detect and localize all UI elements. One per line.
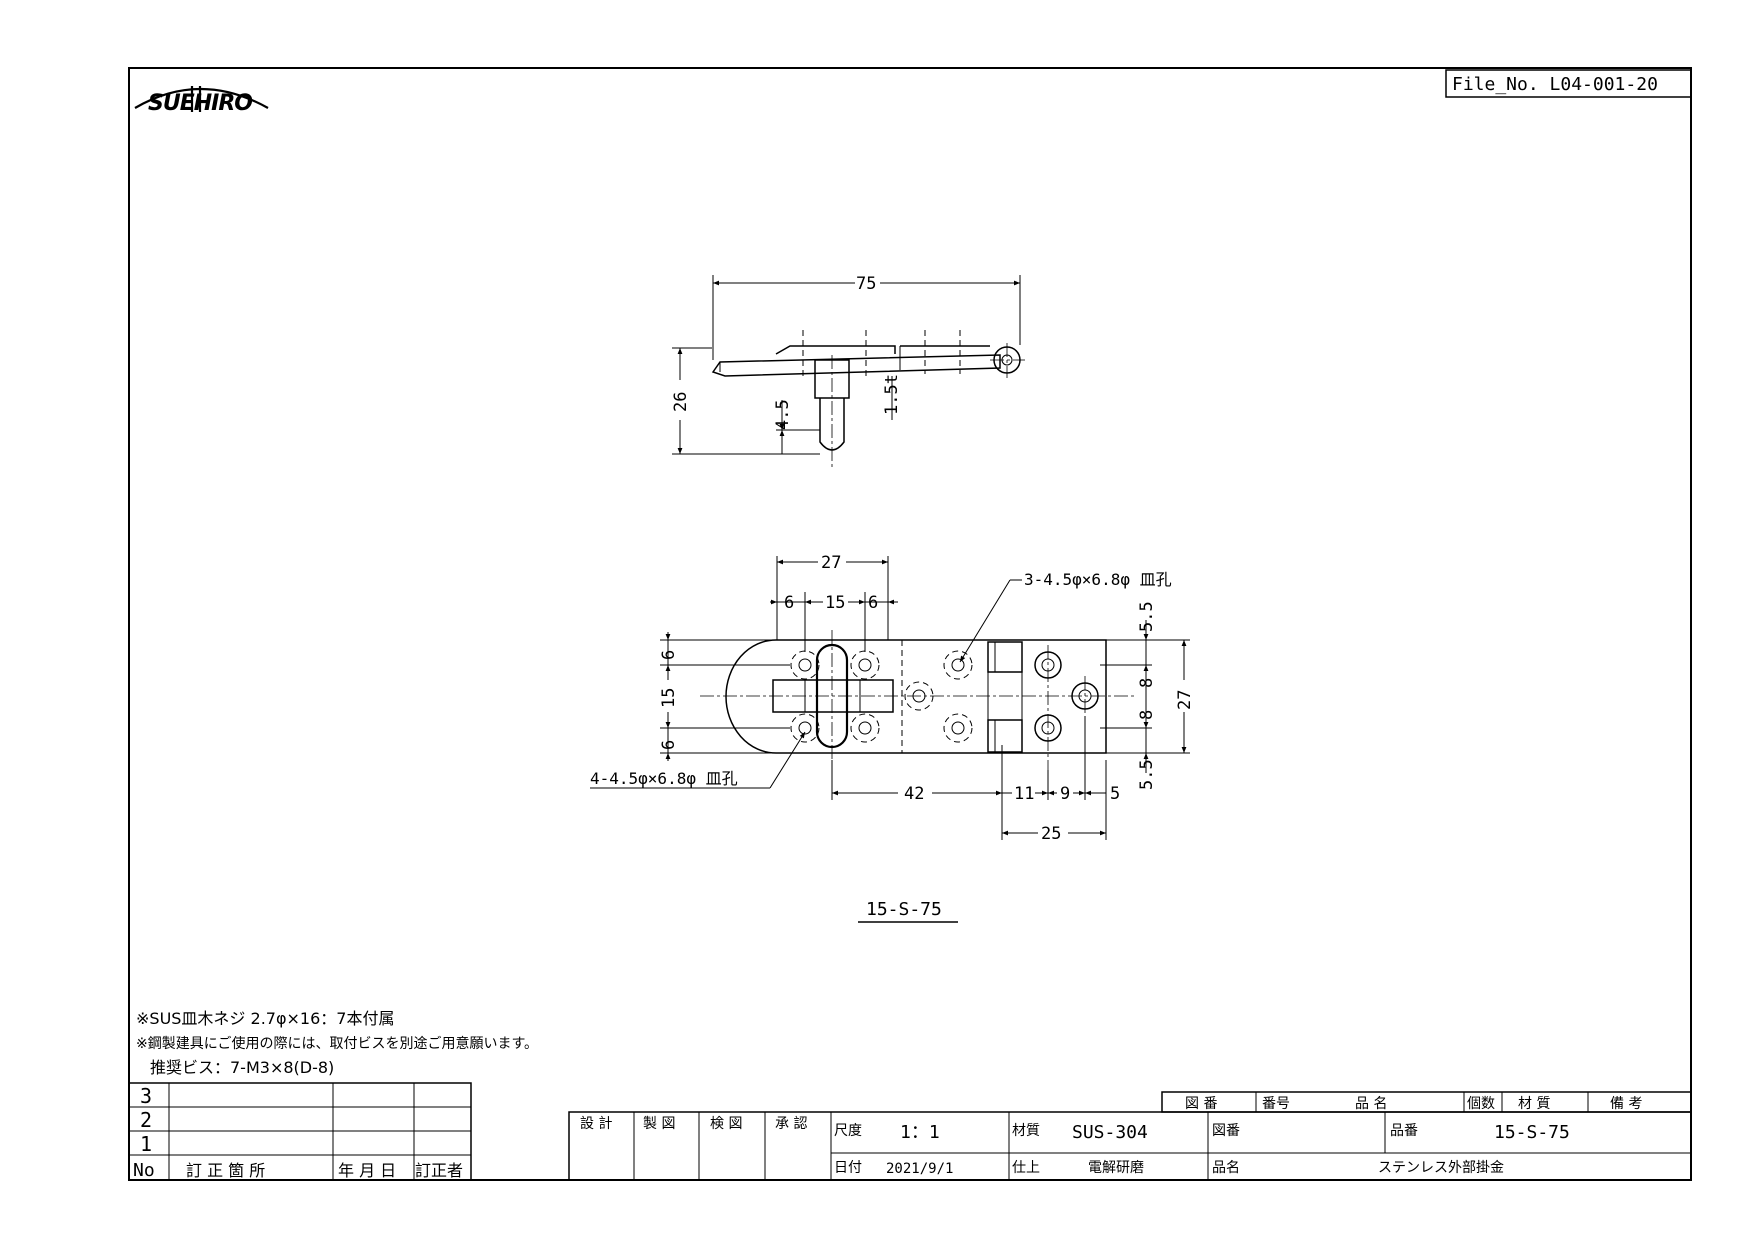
rev-header-person: 訂正者 [415,1161,463,1180]
notes: ※SUS皿木ネジ 2.7φ×16：7本付属 ※鋼製建具にご使用の際には、取付ビス… [136,1009,538,1077]
rev-header-date: 年 月 日 [338,1161,396,1180]
role-approve: 承 認 [775,1116,807,1132]
finish-label: 仕上 [1012,1160,1040,1176]
model-label: 15-S-75 [866,899,942,920]
product-no-value: 15-S-75 [1494,1122,1570,1143]
dim-plan-15: 15 [825,593,845,613]
material-value: SUS-304 [1072,1122,1148,1143]
dim-plan-r5-5-top: 5.5 [1137,601,1157,632]
side-view: 75 26 4.5 1.5t [671,274,1025,470]
right-holes [1034,645,1099,770]
scale-label: 尺度 [834,1123,862,1139]
rev-row-2: 2 [140,1108,152,1132]
dim-plan-r5-5-bot: 5.5 [1137,759,1157,790]
product-no-label: 品番 [1390,1123,1418,1139]
parts-h-qty: 個数 [1467,1096,1495,1112]
dim-plan-27-top: 27 [821,553,841,573]
role-check: 検 図 [710,1116,742,1132]
note-line-3: 推奨ビス：7-M3×8(D-8) [150,1058,334,1077]
dim-plan-v15: 15 [659,688,679,708]
parts-h-number: 番号 [1262,1096,1290,1112]
dim-side-75: 75 [856,274,876,294]
product-name-label: 品名 [1212,1160,1240,1176]
parts-h-material: 材 質 [1518,1096,1550,1112]
dim-side-4-5: 4.5 [773,399,793,430]
dim-side-26: 26 [671,392,691,412]
drawing-no-label: 図番 [1212,1123,1240,1139]
title-block: 図 番 番号 品 名 個数 材 質 備 考 設 計 製 図 検 図 承 認 尺度… [568,1091,1692,1181]
dim-plan-25: 25 [1041,824,1061,844]
rev-header-no: No [133,1160,155,1181]
material-label: 材質 [1012,1123,1040,1139]
note-holes-right: 3-4.5φ×6.8φ 皿孔 [1024,570,1172,589]
left-holes [790,650,973,743]
rev-row-3: 3 [140,1084,152,1108]
rev-header-item: 訂 正 箇 所 [186,1161,265,1180]
note-line-2: ※鋼製建具にご使用の際には、取付ビスを別途ご用意願います。 [136,1035,538,1052]
dim-plan-42: 42 [904,784,924,804]
dim-plan-v6-top: 6 [659,650,679,660]
dim-plan-r8b: 8 [1137,710,1157,720]
dim-plan-6-left: 6 [784,593,794,613]
date-value: 2021/9/1 [886,1161,953,1177]
dim-plan-r8a: 8 [1137,678,1157,688]
file-no: File_No. L04-001-20 [1452,74,1658,95]
suehiro-logo: SUEHIRO [134,86,269,116]
scale-value: 1：1 [900,1122,940,1143]
date-label: 日付 [834,1160,862,1176]
dim-plan-r27: 27 [1175,690,1195,710]
parts-h-drawing: 図 番 [1185,1096,1217,1112]
note-line-1: ※SUS皿木ネジ 2.7φ×16：7本付属 [136,1009,394,1028]
role-design: 設 計 [580,1116,612,1132]
dim-plan-9: 9 [1060,784,1070,804]
revision-table: 3 2 1 No 訂 正 箇 所 年 月 日 訂正者 [128,1082,472,1181]
product-name-value: ステンレス外部掛金 [1378,1160,1504,1176]
dim-plan-5: 5 [1110,784,1120,804]
parts-h-name: 品 名 [1355,1096,1387,1112]
rev-row-1: 1 [140,1132,152,1156]
parts-h-remarks: 備 考 [1610,1096,1642,1112]
file-no-box [1445,69,1692,98]
role-drafting: 製 図 [643,1116,675,1132]
note-holes-left: 4-4.5φ×6.8φ 皿孔 [590,769,738,788]
dim-plan-11: 11 [1014,784,1034,804]
dim-plan-6-right: 6 [868,593,878,613]
plan-view: 27 6 15 6 3-4.5φ×6.8φ 皿孔 6 15 6 [590,553,1195,844]
dim-plan-v6-bot: 6 [659,740,679,750]
finish-value: 電解研磨 [1088,1160,1144,1176]
